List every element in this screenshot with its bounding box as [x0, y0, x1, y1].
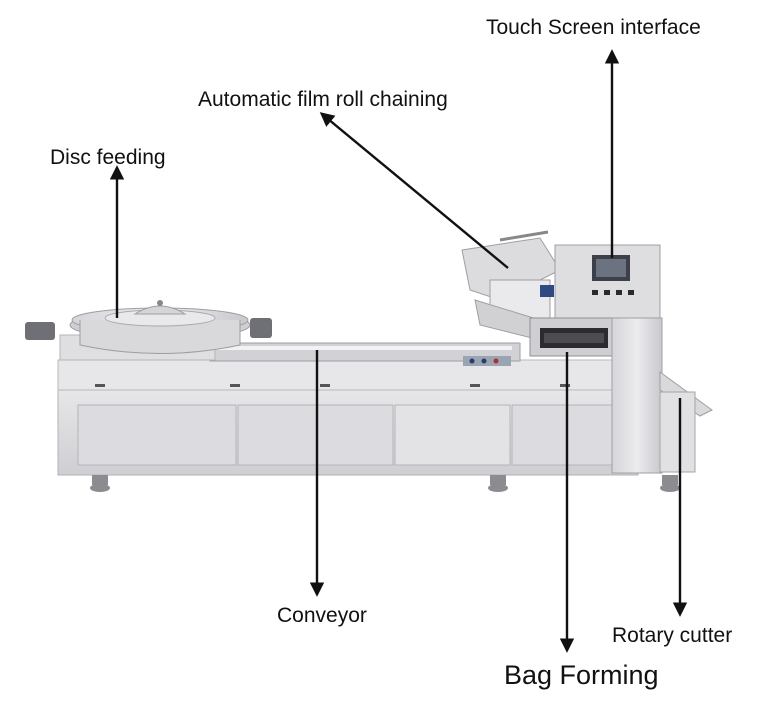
label-film-roll: Automatic film roll chaining [198, 88, 448, 111]
disc-feeder [25, 300, 272, 361]
base-top-rail [57, 359, 639, 391]
cabinet-door-3 [394, 404, 511, 466]
annotation-arrows [109, 49, 688, 653]
label-conveyor: Conveyor [277, 604, 367, 627]
label-bag-forming: Bag Forming [504, 660, 659, 690]
packaging-machine [25, 230, 713, 492]
label-touch-screen: Touch Screen interface [486, 16, 701, 39]
cabinet-door-4 [511, 404, 631, 466]
control-cabinet [554, 244, 661, 321]
rotary-cutter-unit [611, 317, 713, 474]
machine-feet [90, 475, 680, 492]
label-rotary-cutter: Rotary cutter [612, 624, 733, 647]
cabinet-door-2 [237, 404, 394, 466]
bag-forming-unit [529, 317, 621, 357]
film-roll-assembly [461, 230, 561, 341]
conveyor-control-buttons [463, 356, 511, 366]
cabinet-door-1 [77, 404, 237, 466]
arrow-film-roll [319, 112, 509, 269]
label-disc-feeding: Disc feeding [50, 146, 166, 169]
